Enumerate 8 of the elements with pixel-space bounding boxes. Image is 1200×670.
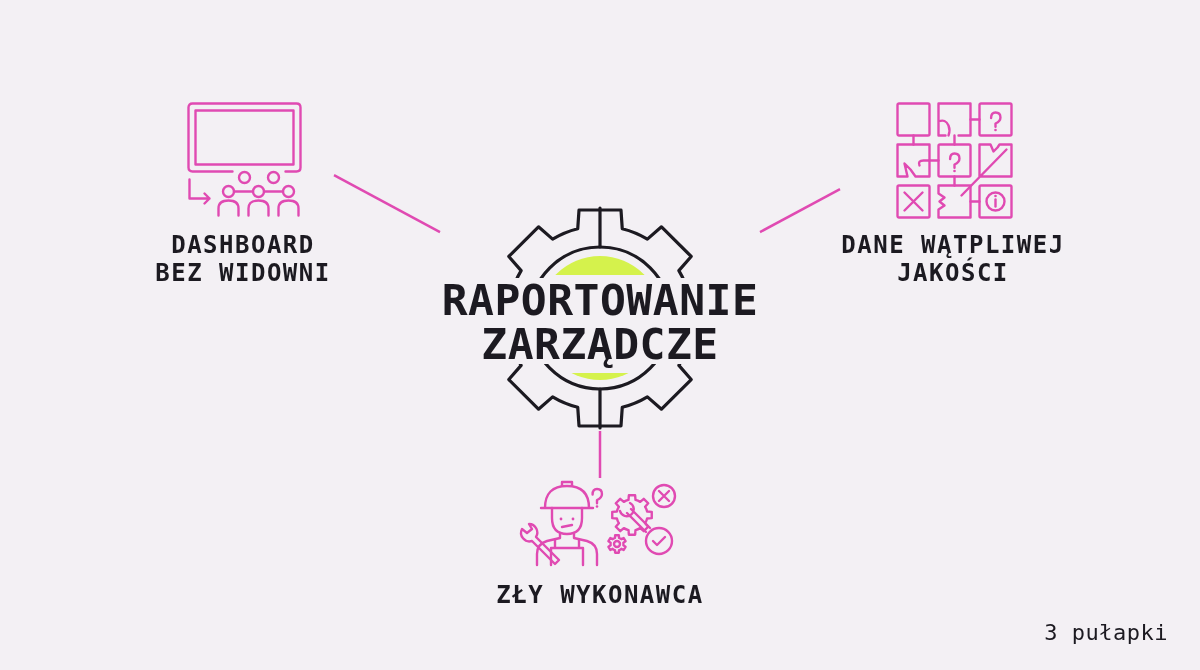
node-label: ZŁY WYKONAWCA bbox=[495, 581, 705, 609]
node-label: DANE WĄTPLIWEJ JAKOŚCI bbox=[840, 231, 1066, 287]
connector-line bbox=[598, 431, 602, 478]
connector-line bbox=[333, 174, 441, 234]
corner-note: 3 pułapki bbox=[1044, 620, 1168, 646]
node-label: RAPORTOWANIE ZARZĄDCZE bbox=[440, 278, 760, 366]
node-label: DASHBOARD BEZ WIDOWNI bbox=[154, 231, 332, 287]
connector-line bbox=[759, 188, 841, 234]
